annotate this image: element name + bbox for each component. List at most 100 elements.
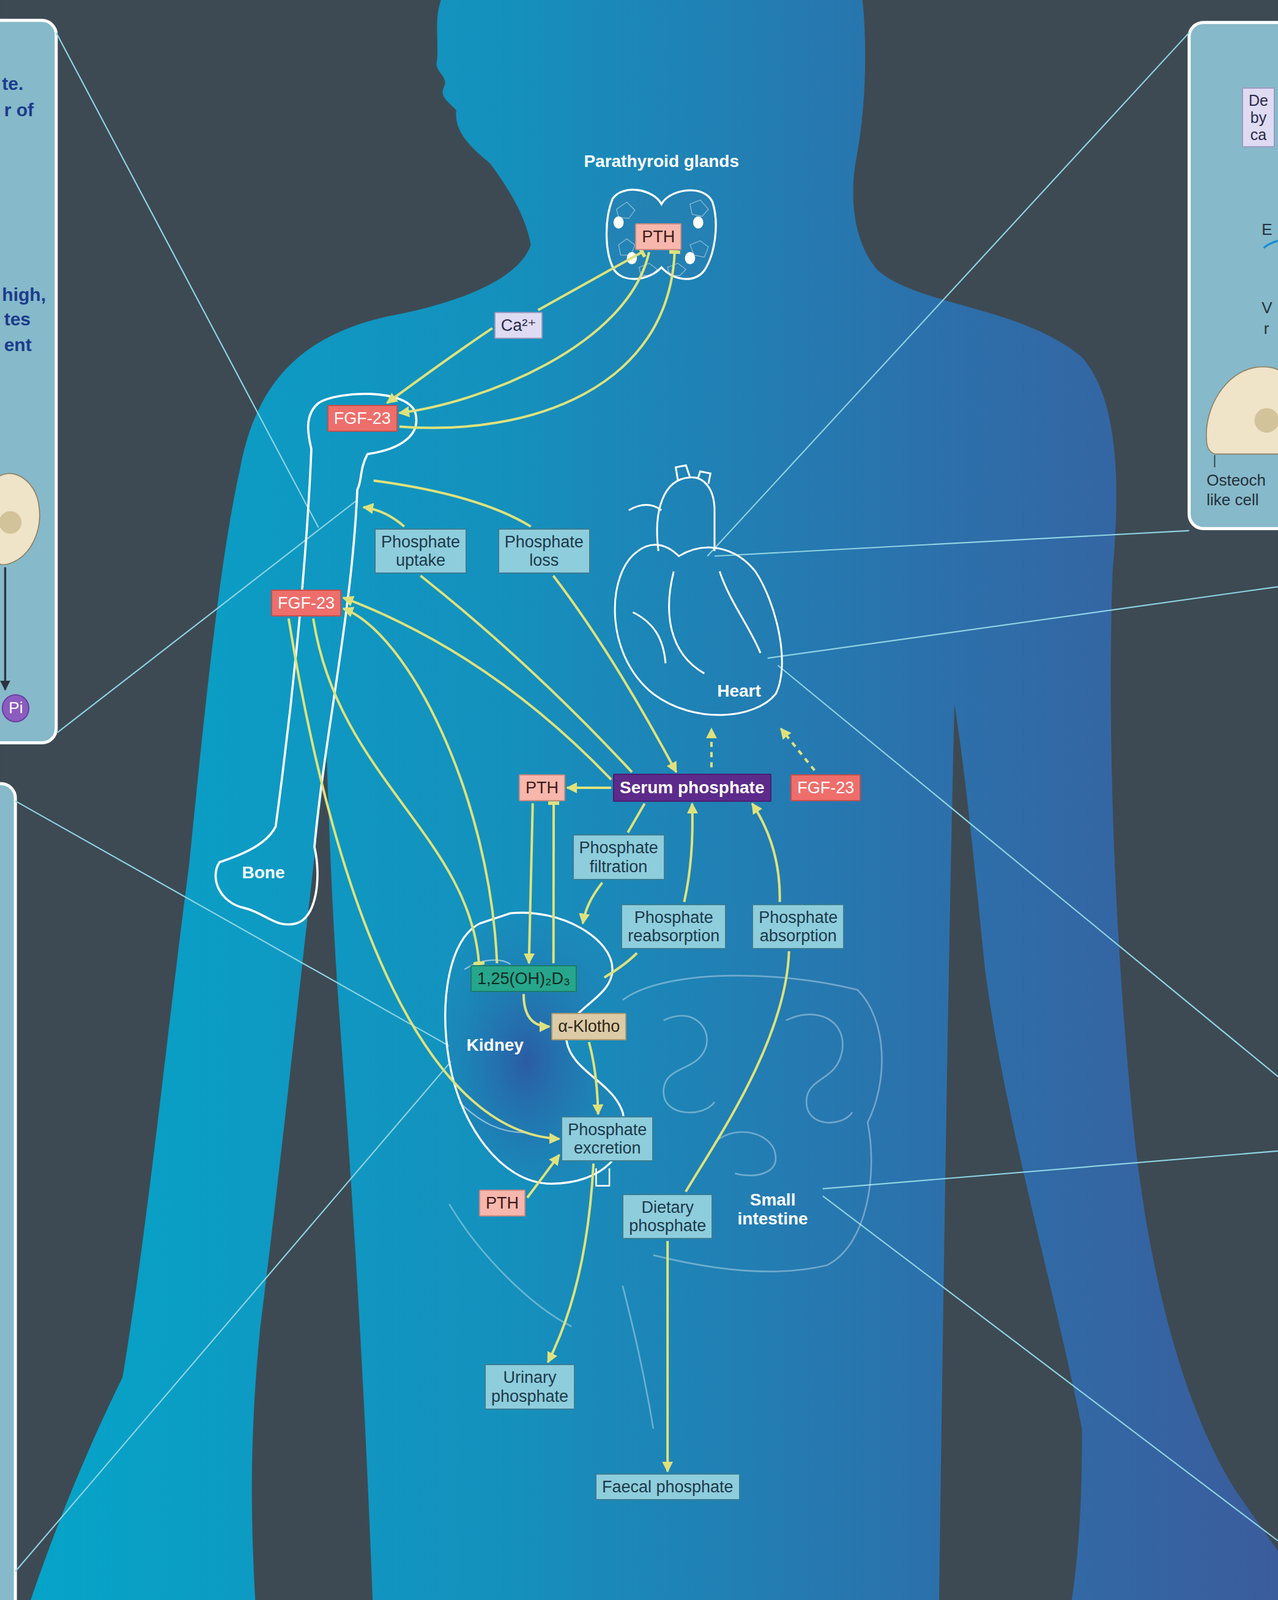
pathway-connector xyxy=(589,1042,599,1115)
leader-line xyxy=(767,586,1278,659)
ureter xyxy=(595,1168,610,1186)
inhibition-connector xyxy=(399,252,675,428)
node-text: Phosphate filtration xyxy=(579,838,659,876)
organ-label: Heart xyxy=(717,681,762,701)
hormone-box: PTH xyxy=(518,774,566,802)
node-text: FGF-23 xyxy=(797,778,855,798)
pathway-connector xyxy=(343,597,612,780)
ion-box: Ca²⁺ xyxy=(494,312,544,339)
pathway-connector xyxy=(529,803,533,964)
pathway-connector xyxy=(420,575,632,773)
leader-line xyxy=(707,32,1189,557)
process-box: Faecal phosphate xyxy=(595,1473,741,1501)
node-text: Phosphate loss xyxy=(504,532,584,570)
pathway-arrow xyxy=(583,882,603,924)
node-text: α-Klotho xyxy=(557,1017,620,1036)
leader-line xyxy=(1214,455,1216,468)
cell-label: Osteoch xyxy=(1206,471,1266,490)
node-text: Dietary phosphate xyxy=(628,1198,706,1236)
cell xyxy=(0,473,40,565)
panel-line xyxy=(1263,241,1278,249)
organ-label: Parathyroid glands xyxy=(583,151,740,171)
node-text: Serum phosphate xyxy=(619,778,765,798)
organ-label: Kidney xyxy=(466,1035,524,1055)
gland-dot xyxy=(613,216,625,229)
cell xyxy=(1206,367,1278,455)
pathway-connector xyxy=(523,994,550,1027)
pathway-connector xyxy=(627,803,645,834)
leader-line xyxy=(15,1061,451,1572)
panel-text: te. xyxy=(1,73,24,95)
hormone-box: 1,25(OH)₂D₃ xyxy=(470,965,577,993)
node-text: Ca²⁺ xyxy=(501,316,537,335)
inhibition-connector xyxy=(313,618,480,964)
gland-dot xyxy=(685,252,696,265)
pathway-connector xyxy=(288,618,560,1140)
hormone-box: FGF-23 xyxy=(327,404,398,432)
phosphate-circle: Pi xyxy=(1,694,30,722)
panel-text: r xyxy=(1263,319,1270,338)
central-box: Serum phosphate xyxy=(612,773,771,802)
bone-outline xyxy=(215,393,417,926)
hormone-box: PTH xyxy=(479,1189,526,1217)
dotted-arrow xyxy=(780,728,815,771)
leader-line xyxy=(714,531,1190,557)
protein-box: α-Klotho xyxy=(551,1013,627,1041)
node-text: PTH xyxy=(525,778,559,798)
process-box: Phosphate loss xyxy=(497,528,591,574)
pathway-lines xyxy=(363,480,815,978)
pathway-connector xyxy=(567,786,612,790)
panel-text: V xyxy=(1261,299,1272,317)
pathway-connector xyxy=(343,608,497,964)
cell-nucleus xyxy=(1254,408,1278,433)
pathway-connector xyxy=(553,575,677,773)
hormone-box: FGF-23 xyxy=(790,774,861,802)
pathway-connector xyxy=(683,803,692,903)
pathway-connector xyxy=(548,1163,595,1363)
gland-cells xyxy=(616,200,709,276)
panel-text: r of xyxy=(4,99,34,121)
inhibition-connector xyxy=(538,252,643,311)
node-text: Phosphate reabsorption xyxy=(627,908,720,946)
cell-nucleus xyxy=(0,511,22,535)
node-text: FGF-23 xyxy=(334,409,391,428)
hormone-box: PTH xyxy=(635,223,682,251)
node-text: Faecal phosphate xyxy=(601,1478,734,1497)
leader-line xyxy=(822,1196,1278,1542)
leader-line xyxy=(777,665,1278,1077)
parathyroid-outline xyxy=(606,189,716,279)
leader-line xyxy=(822,1151,1278,1190)
panel-box: De by ca xyxy=(1241,87,1275,148)
gland-dot xyxy=(693,216,704,229)
pathway-arrow xyxy=(363,507,405,527)
body-silhouette xyxy=(30,0,1278,1600)
process-box: Phosphate excretion xyxy=(560,1116,654,1162)
side-panel xyxy=(1189,22,1278,530)
cell-label: like cell xyxy=(1206,491,1259,509)
node-text: PTH xyxy=(485,1194,519,1213)
intestine-drawing xyxy=(449,975,882,1430)
pathway-connector xyxy=(666,1241,669,1472)
node-text: Pi xyxy=(8,699,23,718)
pathway-connector xyxy=(752,803,781,903)
panel-text: ent xyxy=(4,334,32,356)
process-box: Phosphate absorption xyxy=(751,904,845,950)
leader-line xyxy=(57,500,358,733)
pathway-line xyxy=(604,953,637,978)
pathway-connector xyxy=(387,328,493,404)
process-box: Urinary phosphate xyxy=(484,1364,576,1410)
node-text: Urinary phosphate xyxy=(491,1368,569,1406)
organ-label: Small intestine xyxy=(737,1190,809,1230)
process-box: Dietary phosphate xyxy=(622,1194,713,1240)
node-text: Phosphate absorption xyxy=(758,908,838,946)
dotted-arrow xyxy=(710,728,713,768)
side-panel xyxy=(0,20,57,743)
node-text: PTH xyxy=(641,227,675,246)
heart-drawing xyxy=(614,465,782,716)
pathway-line xyxy=(373,480,532,527)
pathway-connector xyxy=(527,1155,560,1198)
hormone-box: FGF-23 xyxy=(271,589,342,617)
